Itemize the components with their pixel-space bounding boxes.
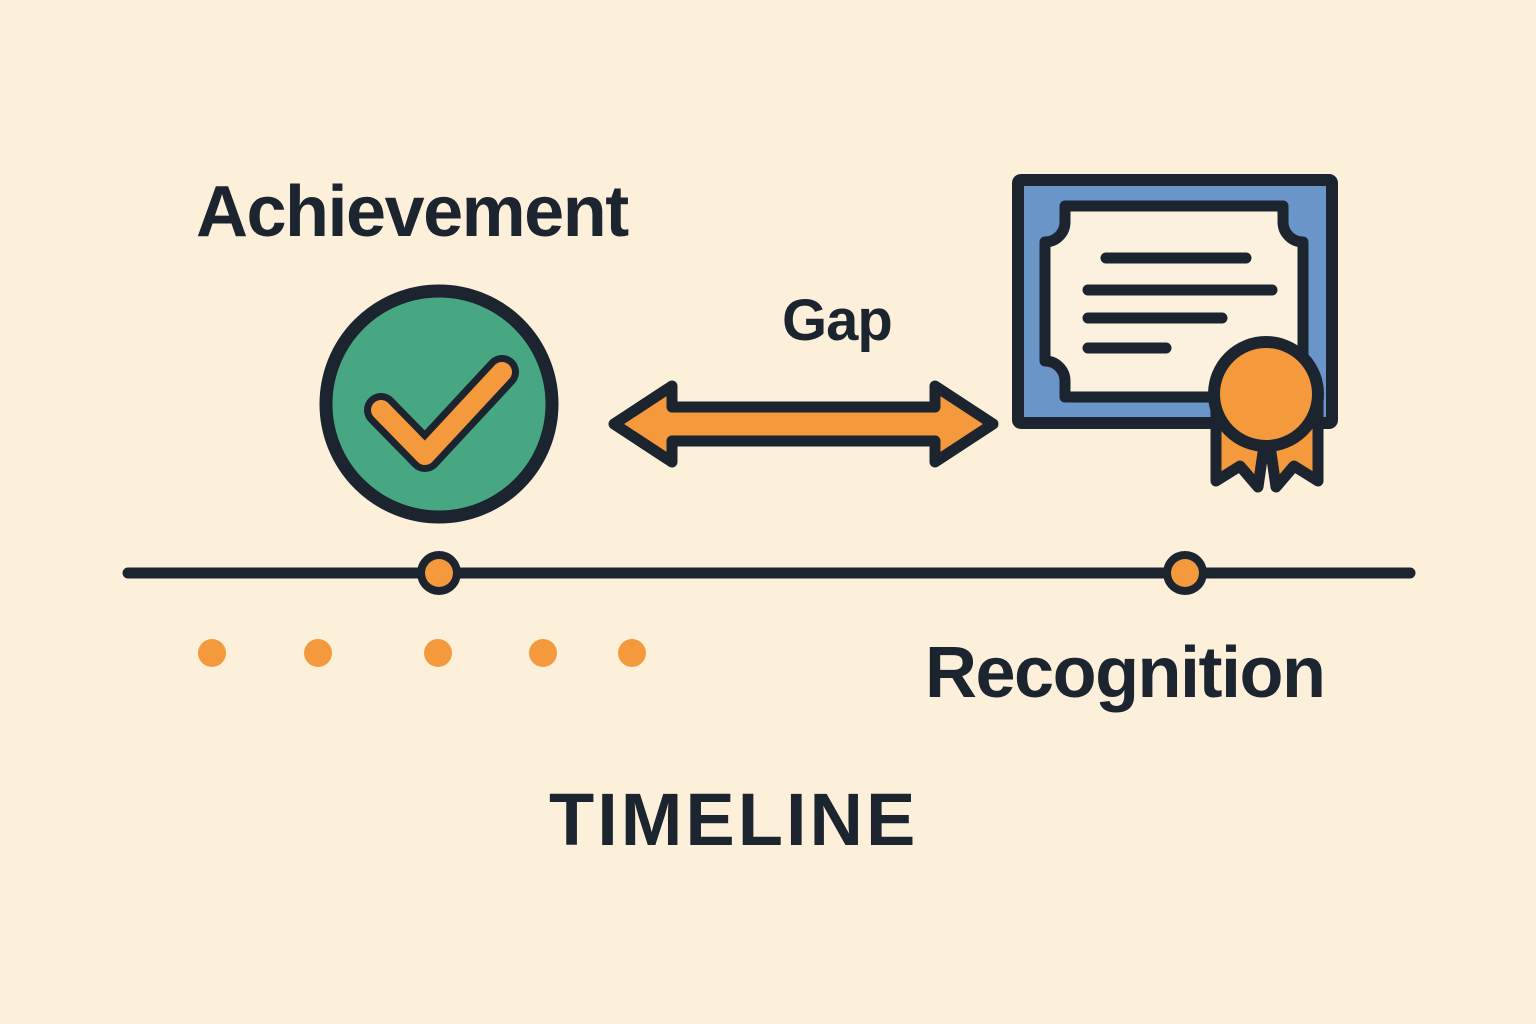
gap-label: Gap bbox=[782, 288, 893, 353]
check-circle-icon bbox=[319, 284, 559, 524]
progress-dot bbox=[618, 639, 646, 667]
progress-dot bbox=[529, 639, 557, 667]
certificate-text-lines bbox=[1082, 252, 1278, 354]
progress-dot bbox=[424, 639, 452, 667]
progress-dot bbox=[198, 639, 226, 667]
certificate-seal bbox=[1208, 336, 1324, 452]
timeline-caption: TIMELINE bbox=[549, 778, 919, 861]
certificate-icon bbox=[1012, 174, 1338, 493]
recognition-label: Recognition bbox=[925, 633, 1326, 713]
double-headed-arrow-icon bbox=[608, 380, 999, 468]
timeline-marker-achievement bbox=[417, 551, 461, 595]
achievement-label: Achievement bbox=[196, 172, 629, 252]
timeline-progress-dots bbox=[198, 639, 646, 667]
progress-dot bbox=[304, 639, 332, 667]
timeline-marker-recognition bbox=[1163, 551, 1207, 595]
